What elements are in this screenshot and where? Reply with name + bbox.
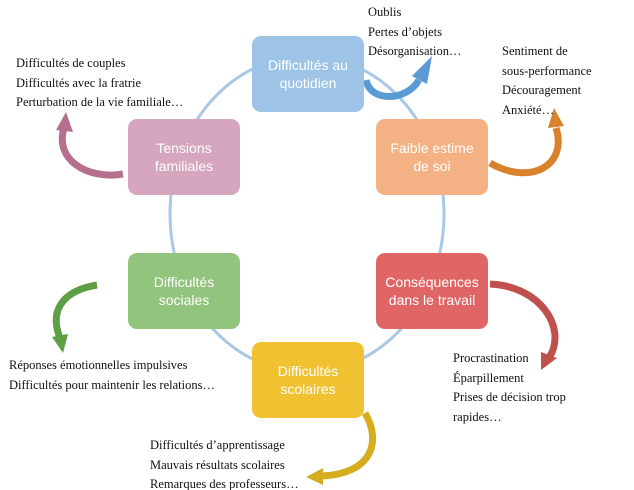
box-difficultes-sociales: Difficultés sociales (128, 253, 240, 329)
box-label: Difficultés au quotidien (268, 57, 348, 91)
box-tensions-familiales: Tensions familiales (128, 119, 240, 195)
arrow-quotidien (362, 56, 432, 100)
note-line: Oublis (368, 5, 402, 19)
note-line: Prises de décision trop (453, 390, 566, 404)
arrow-scolaires (306, 411, 377, 485)
note-line: Désorganisation… (368, 44, 462, 58)
note-line: Sentiment de (502, 44, 568, 58)
note-line: rapides… (453, 409, 502, 424)
box-label: Tensions familiales (154, 140, 214, 174)
box-difficultes-scolaires: Difficultés scolaires (252, 342, 364, 418)
note-line: Pertes d’objets (368, 24, 442, 39)
box-faible-estime-de-soi: Faible estime de soi (376, 119, 488, 195)
arrow-sociales (52, 281, 98, 353)
notes-familiales: Difficultés de couples Difficultés avec … (16, 54, 183, 113)
note-line: Anxiété… (502, 102, 555, 117)
notes-estime: Sentiment de sous-performance Découragem… (502, 42, 592, 120)
box-difficultes-au-quotidien: Difficultés au quotidien (252, 36, 364, 112)
note-line: Difficultés avec la fratrie (16, 75, 142, 90)
notes-sociales: Réponses émotionnelles impulsives Diffic… (9, 356, 215, 395)
note-line: Mauvais résultats scolaires (150, 457, 285, 472)
note-line: Difficultés pour maintenir les relations… (9, 377, 215, 392)
arrow-travail (489, 280, 559, 370)
notes-travail: Procrastination Éparpillement Prises de … (453, 349, 566, 427)
arrow-estime (488, 108, 564, 177)
box-consequences-dans-le-travail: Conséquences dans le travail (376, 253, 488, 329)
note-line: sous-performance (502, 63, 592, 78)
note-line: Perturbation de la vie familiale… (16, 95, 184, 109)
box-label: Difficultés scolaires (277, 363, 339, 397)
note-line: Découragement (502, 83, 582, 97)
note-line: Réponses émotionnelles impulsives (9, 358, 188, 372)
arrow-familiales (56, 112, 124, 179)
note-line: Difficultés d’apprentissage (150, 438, 285, 452)
note-line: Éparpillement (453, 370, 524, 385)
box-label: Faible estime de soi (390, 140, 474, 174)
note-line: Procrastination (453, 351, 529, 365)
note-line: Remarques des professeurs… (150, 477, 299, 490)
notes-scolaires: Difficultés d’apprentissage Mauvais résu… (150, 436, 299, 490)
notes-quotidien: Oublis Pertes d’objets Désorganisation… (368, 3, 462, 62)
box-label: Difficultés sociales (153, 274, 215, 308)
box-label: Conséquences dans le travail (385, 274, 479, 308)
note-line: Difficultés de couples (16, 56, 126, 70)
